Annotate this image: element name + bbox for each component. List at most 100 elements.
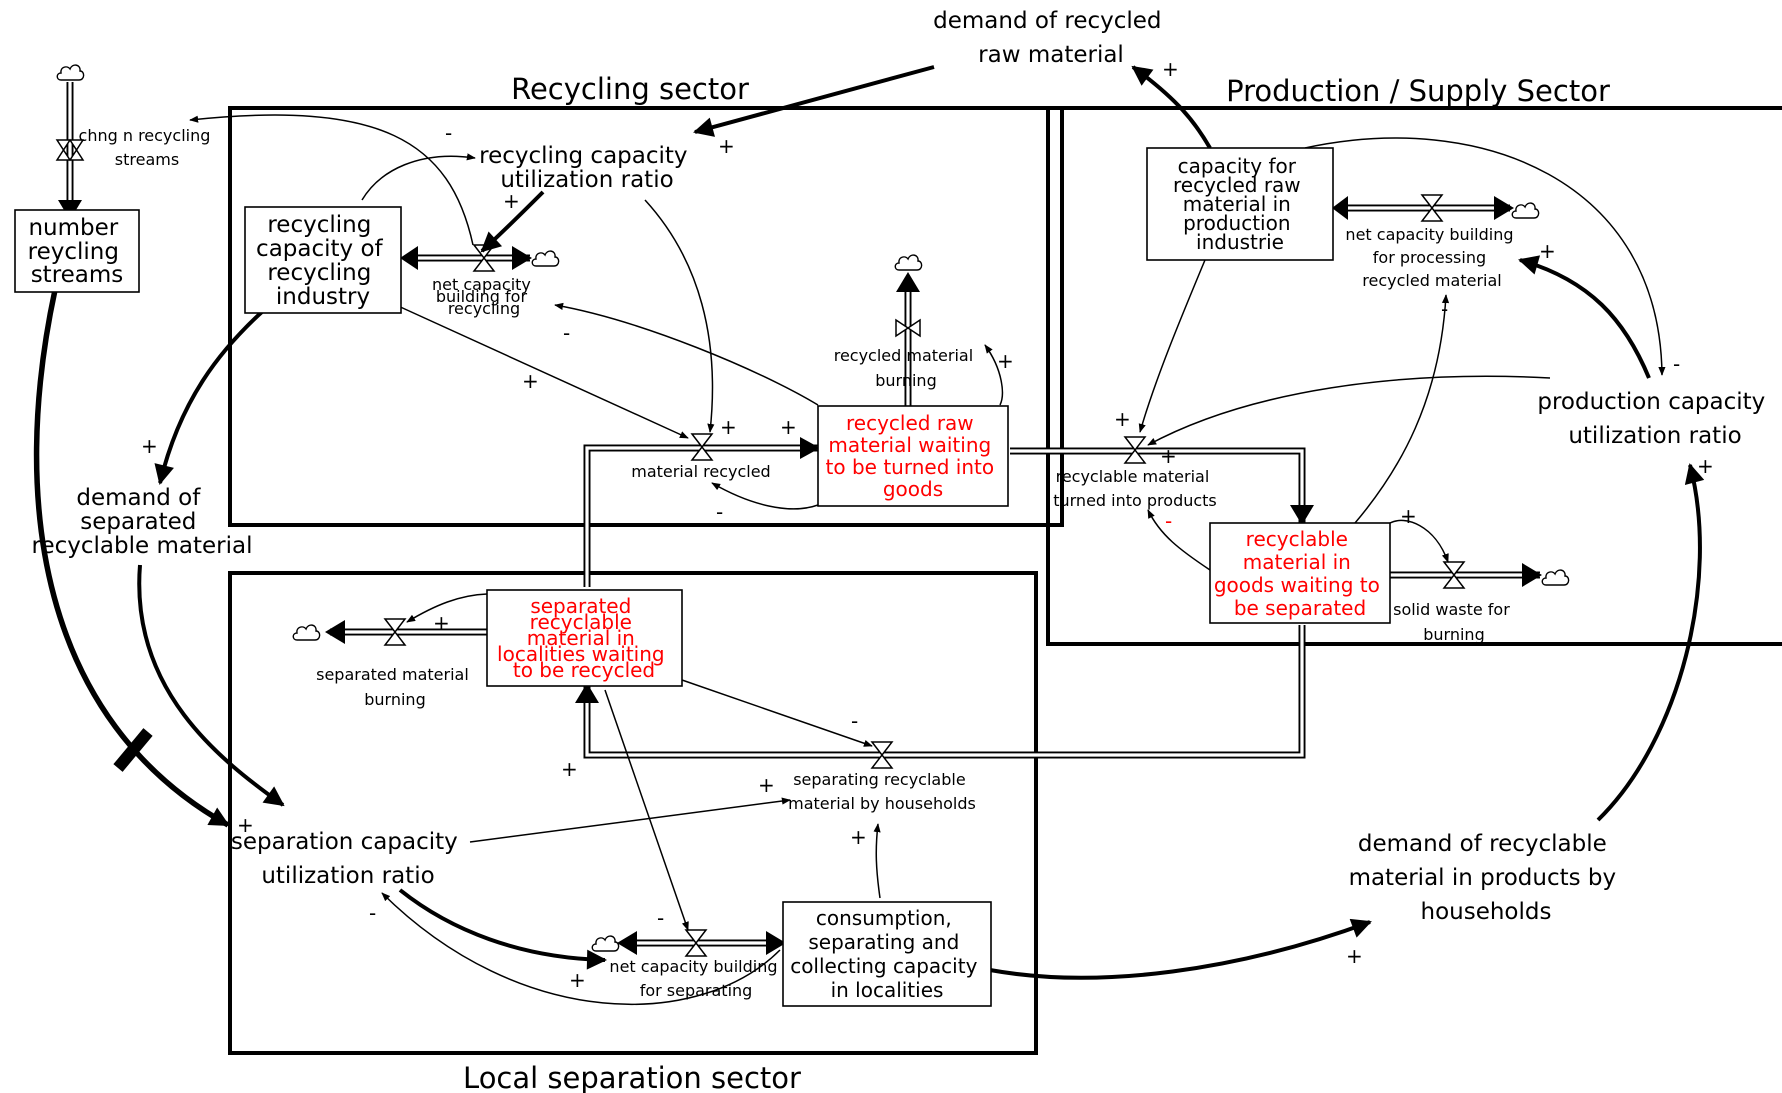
valve-recycled-burning bbox=[895, 318, 921, 338]
clouds bbox=[56, 64, 1570, 952]
sector-frames bbox=[228, 106, 1782, 1055]
link-sep-util-to-separating bbox=[469, 797, 791, 843]
link-demand-to-recycling-util bbox=[693, 65, 935, 137]
flow-material-recycled: material recycled bbox=[631, 462, 770, 481]
sign-plus: + bbox=[141, 434, 158, 458]
stock-separated-localities: separated recyclable material in localit… bbox=[497, 594, 671, 682]
stock-number-recycling-streams: number reycling streams bbox=[28, 215, 127, 288]
sector-titles: Recycling sector Production / Supply Sec… bbox=[463, 72, 1610, 1093]
valve-chng-streams bbox=[55, 138, 85, 162]
valve-net-capacity-separating bbox=[684, 929, 708, 957]
sector-title-recycling: Recycling sector bbox=[511, 72, 749, 106]
cloud-icon bbox=[531, 250, 560, 267]
sign-plus: + bbox=[1160, 444, 1177, 468]
sign-minus: - bbox=[657, 906, 664, 930]
sector-title-production: Production / Supply Sector bbox=[1226, 74, 1610, 108]
sign-plus: + bbox=[1346, 944, 1363, 968]
link-consumption-to-sep-util bbox=[381, 892, 781, 1006]
sign-minus: - bbox=[445, 121, 452, 145]
link-consumption-to-demand-households bbox=[989, 918, 1372, 980]
link-waiting-to-burning bbox=[984, 344, 1004, 406]
sign-plus: + bbox=[561, 757, 578, 781]
flow-separated-material-burning: separated material burning bbox=[316, 665, 474, 709]
stock-box-number-streams bbox=[14, 209, 140, 293]
link-waiting-to-material-recycled bbox=[711, 482, 819, 510]
local-separation-sector-frame bbox=[228, 571, 1038, 1055]
stock-box-recycled-raw-waiting bbox=[817, 405, 1009, 507]
stock-box-separated-localities bbox=[486, 589, 683, 687]
sign-plus: + bbox=[720, 415, 737, 439]
flow-chng-recycling-streams: chng n recycling streams bbox=[79, 126, 216, 169]
stock-recycling-capacity: recycling capacity of recycling industry bbox=[256, 212, 390, 310]
link-capacity-to-demand-separated bbox=[154, 308, 266, 485]
flow-net-capacity-processing: net capacity building for processing rec… bbox=[1345, 225, 1518, 290]
flow-net-capacity-separating: net capacity building for separating bbox=[609, 957, 782, 1000]
sign-minus: - bbox=[1673, 352, 1680, 376]
valve-separating bbox=[870, 741, 894, 769]
var-demand-recycled-raw: demand of recycled raw material bbox=[933, 8, 1169, 68]
sign-plus: + bbox=[1697, 454, 1714, 478]
pipe-arrowheads bbox=[58, 196, 1542, 955]
link-util-to-net-capacity bbox=[480, 190, 545, 253]
sign-minus: - bbox=[1165, 509, 1172, 533]
stock-capacity-recycled-raw: capacity for recycled raw material in pr… bbox=[1173, 154, 1307, 254]
sign-plus: + bbox=[1400, 504, 1417, 528]
link-util-to-material-recycled bbox=[644, 199, 715, 433]
link-sep-util-to-net-separating bbox=[398, 888, 607, 970]
cloud-icon bbox=[591, 935, 620, 952]
link-demand-separated-to-sep-util bbox=[137, 564, 285, 807]
sign-minus: - bbox=[369, 901, 376, 925]
link-streams-to-sep-util bbox=[33, 289, 230, 828]
link-waiting-to-net-capacity bbox=[554, 302, 819, 406]
cloud-icon bbox=[56, 64, 85, 81]
link-capacity-to-prod-util bbox=[1304, 137, 1666, 376]
sign-minus: - bbox=[1441, 297, 1448, 321]
cloud-icon bbox=[1541, 569, 1570, 586]
link-goods-to-net-processing bbox=[1354, 294, 1450, 524]
stock-box-recyclable-in-goods bbox=[1209, 522, 1391, 624]
recycling-sector-frame bbox=[228, 106, 1064, 527]
flow-net-capacity-recycling: net capacity building for recycling bbox=[432, 275, 536, 318]
valve-net-capacity-processing bbox=[1420, 194, 1444, 222]
stocks bbox=[14, 147, 1391, 1007]
flow-turned-into-products: recyclable material turned into products bbox=[1053, 467, 1217, 510]
sign-plus: + bbox=[780, 415, 797, 439]
delay-mark bbox=[113, 728, 153, 772]
sign-plus: + bbox=[1162, 57, 1179, 81]
stock-recycled-raw-waiting: recycled raw material waiting to be turn… bbox=[826, 411, 1001, 501]
cloud-icon bbox=[1511, 202, 1540, 219]
production-sector-frame bbox=[1046, 106, 1782, 646]
stock-box-consumption-capacity bbox=[782, 901, 992, 1007]
valve-material-recycled bbox=[690, 433, 714, 461]
var-recycling-capacity-util: recycling capacity utilization ratio bbox=[479, 143, 695, 193]
valve-solid-waste bbox=[1442, 561, 1466, 589]
sign-plus: + bbox=[503, 189, 520, 213]
cloud-icon bbox=[292, 624, 321, 641]
sign-plus: + bbox=[850, 825, 867, 849]
var-demand-households: demand of recyclable material in product… bbox=[1349, 831, 1624, 925]
sign-minus: - bbox=[563, 321, 570, 345]
stock-box-capacity-recycled-raw bbox=[1146, 147, 1334, 261]
link-consumption-to-separating bbox=[873, 823, 881, 899]
link-capacity-to-demand-recycled bbox=[1131, 65, 1212, 149]
link-goods-to-solid-waste bbox=[1389, 519, 1449, 563]
stock-recyclable-in-goods: recyclable material in goods waiting to … bbox=[1214, 527, 1386, 620]
link-households-to-prod-util bbox=[1596, 463, 1705, 822]
sign-plus: + bbox=[758, 773, 775, 797]
var-production-capacity-util: production capacity utilization ratio bbox=[1537, 389, 1772, 449]
polarity-signs: + + - + - + + + - + + + + - + - - + + + … bbox=[141, 57, 1714, 992]
valve-turned-into-products bbox=[1123, 436, 1147, 464]
link-goods-to-turned bbox=[1147, 509, 1211, 571]
flow-solid-waste-burning: solid waste for burning bbox=[1393, 600, 1515, 644]
flow-separating-by-households: separating recyclable material by househ… bbox=[788, 770, 976, 813]
var-separation-capacity-util: separation capacity utilization ratio bbox=[231, 829, 465, 889]
link-capacity-to-turned bbox=[1138, 259, 1206, 433]
link-cap-to-util bbox=[361, 153, 476, 201]
sign-plus: + bbox=[1539, 239, 1556, 263]
stock-box-recycling-capacity bbox=[244, 206, 402, 314]
valve-separated-burning bbox=[383, 618, 407, 646]
link-prod-util-to-turned bbox=[1147, 375, 1551, 446]
link-cap-to-material-recycled bbox=[395, 304, 689, 439]
link-prod-util-to-net-processing bbox=[1518, 255, 1651, 379]
